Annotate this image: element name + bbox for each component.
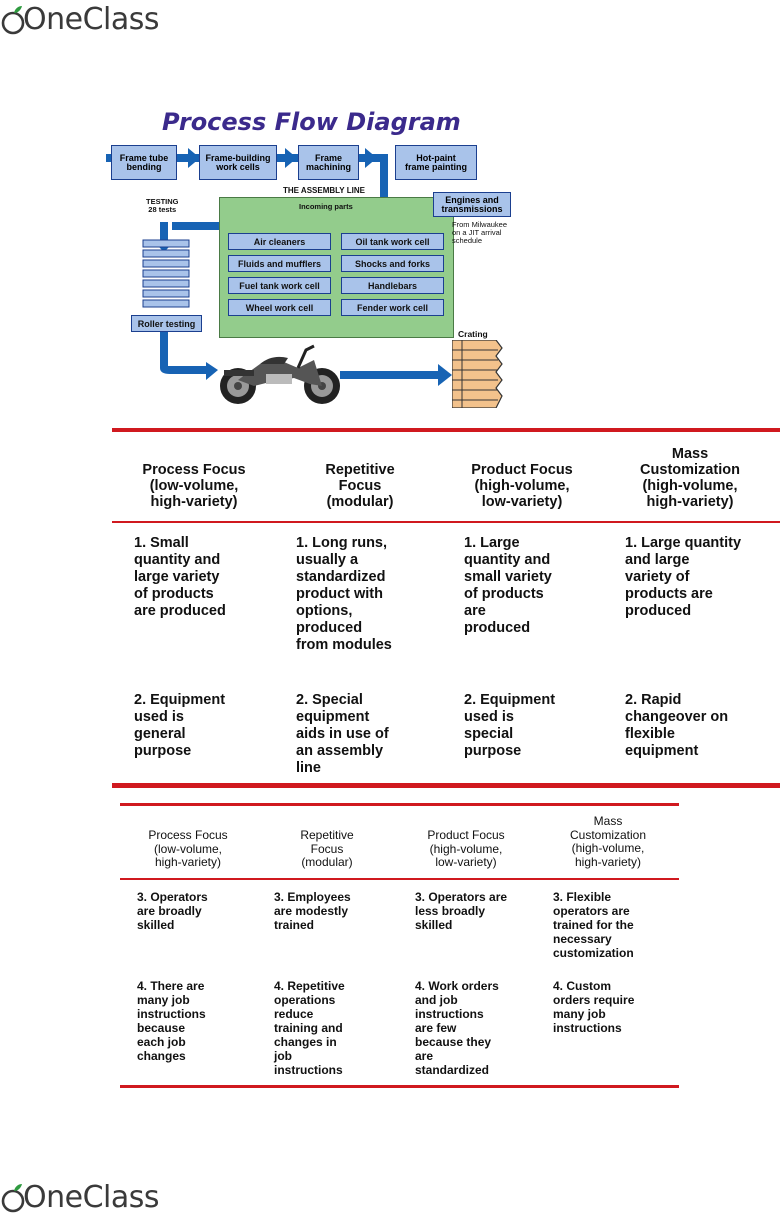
table1-header-process: Process Focus (low-volume, high-variety) <box>142 462 246 510</box>
step-frame-building: Frame-building work cells <box>199 145 277 180</box>
table1-bottom-rule <box>112 783 780 788</box>
engines-label: Engines and transmissions <box>441 194 503 214</box>
cell-handlebars: Handlebars <box>341 277 444 294</box>
from-milwaukee-note: From Milwaukee on a JIT arrival schedule <box>452 220 508 245</box>
testing-label: TESTING 28 tests <box>146 197 179 214</box>
apple-leaf-icon <box>1 5 25 34</box>
table2-row3-process: 3. Operators are broadly skilled <box>137 890 208 932</box>
cell-fuel-tank: Fuel tank work cell <box>228 277 331 294</box>
table2-row3-repetitive: 3. Employees are modestly trained <box>274 890 351 932</box>
cell-shocks-forks: Shocks and forks <box>341 255 444 272</box>
table1-header-product: Product Focus (high-volume, low-variety) <box>471 462 573 510</box>
step-label: Frame tube bending <box>119 152 169 172</box>
table1-row1-process: 1. Small quantity and large variety of p… <box>134 535 226 619</box>
step-frame-machining: Frame machining <box>298 145 359 180</box>
cell-air-cleaners: Air cleaners <box>228 233 331 250</box>
table1-header-mass: Mass Customization (high-volume, high-va… <box>640 446 740 510</box>
table2-row4-mass: 4. Custom orders require many job instru… <box>553 979 635 1035</box>
cell-wheel: Wheel work cell <box>228 299 331 316</box>
table2-row4-process: 4. There are many job instructions becau… <box>137 979 206 1063</box>
step-label: Frame machining <box>305 152 351 172</box>
engines-box: Engines and transmissions <box>433 192 511 217</box>
brand-name: OneClass <box>23 2 160 37</box>
brand-name: OneClass <box>23 1180 160 1215</box>
table1-header-repetitive: Repetitive Focus (modular) <box>325 462 395 510</box>
step-label: Hot-paint frame painting <box>404 152 467 172</box>
cell-fluids-mufflers: Fluids and mufflers <box>228 255 331 272</box>
table2-row4-repetitive: 4. Repetitive operations reduce training… <box>274 979 345 1077</box>
table1-row2-product: 2. Equipment used is special purpose <box>464 692 556 759</box>
table2-header-rule <box>120 878 679 880</box>
step-label: Frame-building work cells <box>205 152 271 172</box>
table2-bottom-rule <box>120 1085 679 1088</box>
table1-top-rule <box>112 428 780 432</box>
table2-row3-mass: 3. Flexible operators are trained for th… <box>553 890 634 960</box>
table2-header-process: Process Focus (low-volume, high-variety) <box>148 828 228 869</box>
table2-row4-product: 4. Work orders and job instructions are … <box>415 979 499 1077</box>
table1-row1-mass: 1. Large quantity and large variety of p… <box>625 535 742 619</box>
cell-oil-tank: Oil tank work cell <box>341 233 444 250</box>
cell-fender: Fender work cell <box>341 299 444 316</box>
table1-header-rule <box>112 521 780 523</box>
apple-leaf-icon <box>1 1183 25 1212</box>
crate-icon <box>452 340 503 408</box>
table1-row2-repetitive: 2. Special equipment aids in use of an a… <box>296 692 389 776</box>
motorcycle-icon <box>220 344 340 404</box>
diagram-title: Process Flow Diagram <box>162 108 461 136</box>
table2-header-repetitive: Repetitive Focus (modular) <box>300 828 354 869</box>
table2-header-product: Product Focus (high-volume, low-variety) <box>427 828 505 869</box>
assembly-line-label: THE ASSEMBLY LINE <box>283 186 365 195</box>
step-frame-tube-bending: Frame tube bending <box>111 145 177 180</box>
crating-label: Crating <box>458 329 488 339</box>
oneclass-logo-bottom: OneClass <box>0 1180 160 1215</box>
table1-row2-mass: 2. Rapid changeover on flexible equipmen… <box>625 692 729 759</box>
step-hot-paint: Hot-paint frame painting <box>395 145 477 180</box>
table1-row2-process: 2. Equipment used is general purpose <box>134 692 226 759</box>
table2-top-rule <box>120 803 679 806</box>
roller-testing-box: Roller testing <box>131 315 202 332</box>
table1-row1-repetitive: 1. Long runs, usually a standardized pro… <box>296 535 392 653</box>
table2-header-mass: Mass Customization (high-volume, high-va… <box>569 814 647 869</box>
oneclass-logo-top: OneClass <box>0 2 160 37</box>
table2-row3-product: 3. Operators are less broadly skilled <box>415 890 508 932</box>
incoming-parts-label: Incoming parts <box>299 202 353 211</box>
table1-row1-product: 1. Large quantity and small variety of p… <box>464 535 552 636</box>
